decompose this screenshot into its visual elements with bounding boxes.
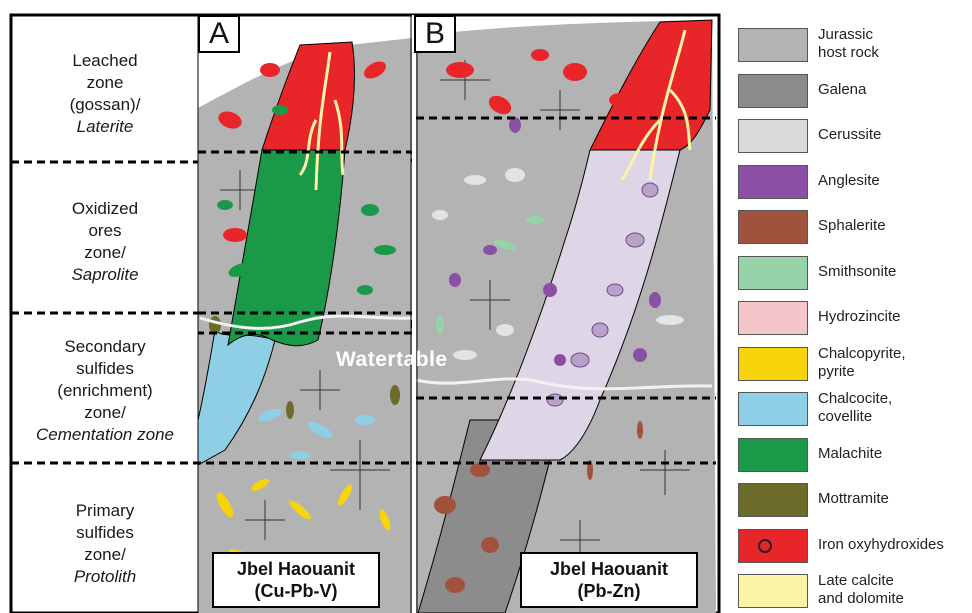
legend-label: Galena [818, 81, 972, 99]
panel-a-calcite-veinlets [298, 51, 345, 191]
legend-swatch [738, 437, 808, 472]
legend-label: Anglesite [818, 172, 972, 190]
zone-oxidized-line-3: zone/ [84, 243, 126, 262]
legend-label-line: Anglesite [818, 171, 880, 189]
zone-secondary-line-2: sulfides [76, 359, 134, 378]
legend-label-line: Hydrozincite [818, 308, 901, 325]
zone-secondary-italic: Cementation zone [36, 425, 174, 444]
legend-swatch [738, 483, 808, 517]
locality-b-name: Jbel Haouanit [549, 559, 669, 579]
legend-swatch [738, 28, 808, 62]
iron-ring-symbol [758, 538, 772, 553]
panel-letter-a: A [198, 15, 240, 53]
legend-swatch [738, 301, 808, 335]
panel-a-iron-vein [261, 41, 355, 151]
vein-clasts [546, 182, 659, 407]
legend-label: Chalcocite,covellite [818, 390, 972, 426]
zone-label-leached: Leached zone (gossan)/ Laterite [12, 50, 198, 138]
legend-swatch [738, 528, 808, 563]
legend-label-line: Malachite [818, 444, 883, 462]
legend-label-line: host rock [818, 44, 879, 61]
zone-primary-italic: Protolith [73, 567, 137, 586]
zone-label-oxidized: Oxidized ores zone/ Saprolite [12, 198, 198, 286]
legend-label-line: Mottramite [818, 490, 889, 507]
zone-leached-line-2: zone [86, 73, 124, 92]
zone-label-primary: Primary sulfides zone/ Protolith [12, 500, 198, 588]
legend-swatch [738, 392, 808, 426]
mottramite-fragments [209, 316, 400, 419]
panel-letter-b: B [414, 15, 456, 53]
legend-label: Hydrozincite [818, 308, 972, 326]
legend-swatch [738, 255, 808, 290]
sphalerite-fragments [434, 421, 643, 593]
legend-label-line: Chalcocite, [818, 390, 893, 407]
locality-b: Jbel Haouanit (Pb-Zn) [520, 552, 698, 608]
panel-b-cerussite-vein [479, 149, 681, 461]
chalcocite-fragments [258, 408, 375, 459]
legend-label: Smithsonite [818, 263, 972, 281]
legend-label: Cerussite [818, 126, 972, 144]
locality-a-name: Jbel Haouanit [236, 559, 356, 579]
legend-swatch [738, 346, 808, 381]
zone-oxidized-italic: Saprolite [71, 265, 139, 284]
zone-leached-line-1: Leached [72, 51, 138, 70]
water-table-label: Watertable [336, 348, 448, 371]
zone-leached-italic: Laterite [76, 117, 134, 136]
legend-swatch [738, 73, 808, 108]
locality-a: Jbel Haouanit (Cu-Pb-V) [212, 552, 380, 608]
zone-secondary-line-3: (enrichment) [57, 381, 153, 400]
panel-a-malachite-vein [227, 149, 346, 347]
panel-b-calcite-veinlets [620, 29, 692, 181]
legend-label-line: Chalcopyrite, [818, 344, 906, 362]
zone-primary-line-2: sulfides [76, 523, 134, 542]
smithsonite-fragments [436, 216, 544, 334]
zone-primary-line-1: Primary [75, 501, 135, 520]
zone-oxidized-line-2: ores [88, 221, 122, 240]
cerussite-fragments [432, 168, 684, 360]
zone-leached-line-3: (gossan)/ [69, 95, 141, 114]
legend-swatch [738, 164, 808, 199]
legend-label-line: covellite [818, 408, 873, 425]
zone-secondary-line-4: zone/ [84, 403, 126, 422]
legend-label: Mottramite [818, 490, 972, 508]
malachite-fragments [217, 105, 396, 295]
water-table-line [199, 314, 713, 391]
legend-label-line: pyrite [818, 362, 855, 380]
legend-label-line: Smithsonite [818, 262, 897, 280]
legend-label: Malachite [818, 445, 972, 463]
legend-label: Chalcopyrite,pyrite [818, 345, 972, 381]
legend-label-line: Galena [818, 80, 867, 98]
anglesite-fragments [449, 117, 661, 366]
panel-b-galena-vein [417, 419, 561, 613]
locality-b-type: (Pb-Zn) [577, 581, 641, 601]
zone-label-secondary: Secondary sulfides (enrichment) zone/ Ce… [12, 336, 198, 446]
legend-label-line: Cerussite [818, 126, 882, 143]
locality-a-type: (Cu-Pb-V) [254, 581, 338, 601]
iron-fragments [218, 49, 631, 242]
zone-primary-line-3: zone/ [84, 545, 126, 564]
legend-label-line: Jurassic [818, 26, 874, 43]
legend-label-line: and dolomite [818, 590, 904, 607]
legend-swatch [738, 119, 808, 153]
legend-label: Sphalerite [818, 217, 972, 235]
zone-secondary-line-1: Secondary [64, 337, 146, 356]
legend-label-line: Sphalerite [818, 217, 886, 234]
legend-label: Iron oxyhydroxides [818, 536, 972, 554]
zone-oxidized-line-1: Oxidized [71, 199, 139, 218]
legend-label-line: Late calcite [818, 572, 894, 589]
legend-swatch [738, 574, 808, 608]
legend-label-line: Iron oxyhydroxides [818, 535, 944, 553]
legend-swatch [738, 210, 808, 244]
